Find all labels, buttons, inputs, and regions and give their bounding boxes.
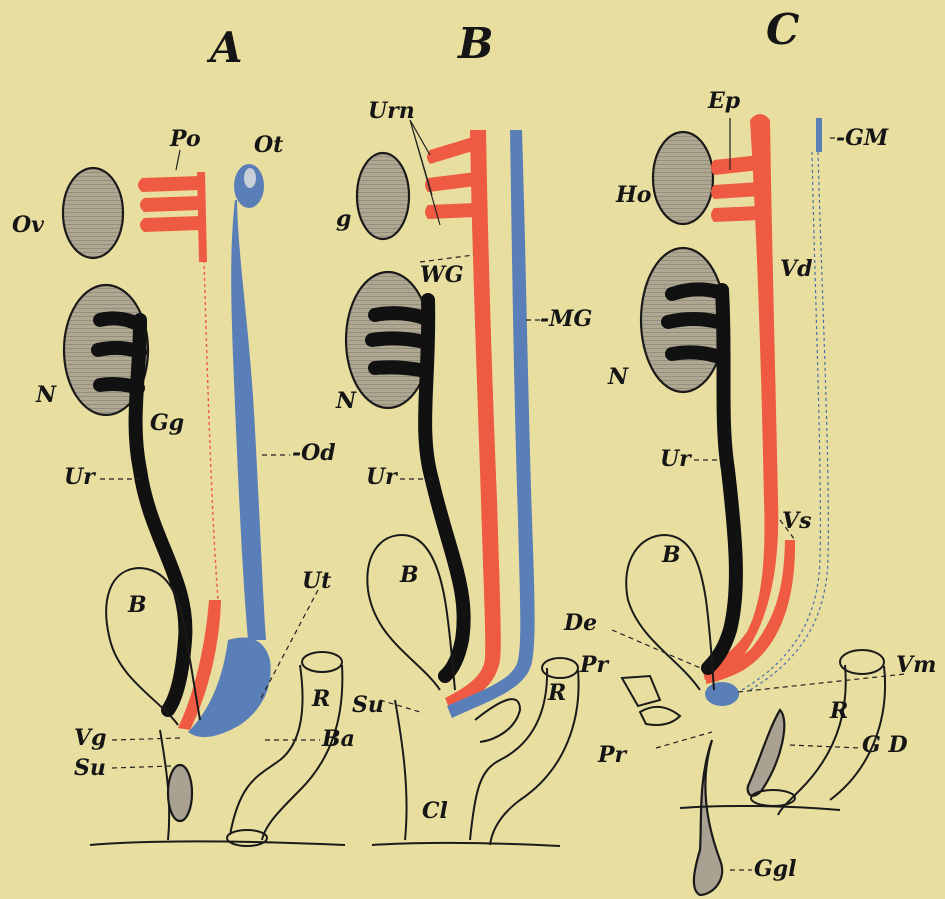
label-ov: Ov <box>12 212 44 238</box>
label-vg: Vg <box>74 725 106 751</box>
gonad-shape <box>357 153 409 239</box>
label-b-b: B <box>399 562 419 588</box>
cloaca-b-left <box>395 700 407 840</box>
label-ur-c: Ur <box>660 446 692 472</box>
label-n-c: N <box>607 364 629 390</box>
label-pr-2: Pr <box>597 742 628 768</box>
rectum-c-bottom <box>751 790 795 806</box>
ureter-c-black <box>668 289 736 668</box>
label-r-b: R <box>547 680 566 706</box>
label-n-b: N <box>335 388 357 414</box>
rectum-c-end <box>840 650 884 674</box>
label-ba: Ba <box>321 726 355 752</box>
gland-d <box>748 710 785 796</box>
label-r-c: R <box>829 698 848 724</box>
label-b: B <box>127 592 147 618</box>
label-mg: -MG <box>540 306 592 332</box>
label-cl: Cl <box>422 798 448 824</box>
figure-a-base <box>90 841 345 845</box>
label-r: R <box>311 686 330 712</box>
label-ur-b: Ur <box>366 464 398 490</box>
figure-b-title: B <box>457 19 494 68</box>
prostate-upper <box>622 676 660 706</box>
figure-b: B <box>335 19 592 846</box>
figure-b-base <box>372 843 560 846</box>
figure-a: A <box>12 23 355 846</box>
figure-a-title: A <box>206 23 243 72</box>
testis-shape <box>653 132 713 224</box>
label-ur: Ur <box>64 464 96 490</box>
figure-c-title: C <box>766 5 800 54</box>
label-ho: Ho <box>615 182 651 208</box>
label-gg: Gg <box>150 410 184 436</box>
label-gd: G D <box>862 732 908 758</box>
label-po: Po <box>169 126 201 152</box>
sinus-gland <box>168 765 192 821</box>
label-vs: Vs <box>782 508 811 534</box>
prostate-lower <box>640 707 680 725</box>
label-de: De <box>563 610 597 636</box>
label-vm: Vm <box>896 652 936 678</box>
label-od: -Od <box>292 440 336 466</box>
label-wg: WG <box>420 262 464 288</box>
label-su: Su <box>74 755 106 781</box>
label-su-b: Su <box>352 692 384 718</box>
ureter-black <box>98 318 185 710</box>
vas-deferens-red <box>702 114 795 684</box>
label-b-c: B <box>661 542 681 568</box>
label-urn: Urn <box>368 98 415 124</box>
label-ggl: Ggl <box>754 856 797 882</box>
label-ep: Ep <box>707 88 741 114</box>
label-gm: -GM <box>836 125 889 151</box>
figure-c: C <box>563 5 936 895</box>
label-ut: Ut <box>302 568 331 594</box>
rectum-end <box>302 652 342 672</box>
bladder-b-outline <box>367 535 455 690</box>
label-ot: Ot <box>254 132 283 158</box>
cloaca-b-fold <box>475 699 520 742</box>
label-n: N <box>35 382 57 408</box>
ovary-shape <box>63 168 123 258</box>
urethra-gland <box>694 740 722 895</box>
label-pr-1: Pr <box>579 652 610 678</box>
label-g: g <box>336 206 351 232</box>
label-vd: Vd <box>780 256 812 282</box>
rectum-bottom <box>227 830 267 846</box>
